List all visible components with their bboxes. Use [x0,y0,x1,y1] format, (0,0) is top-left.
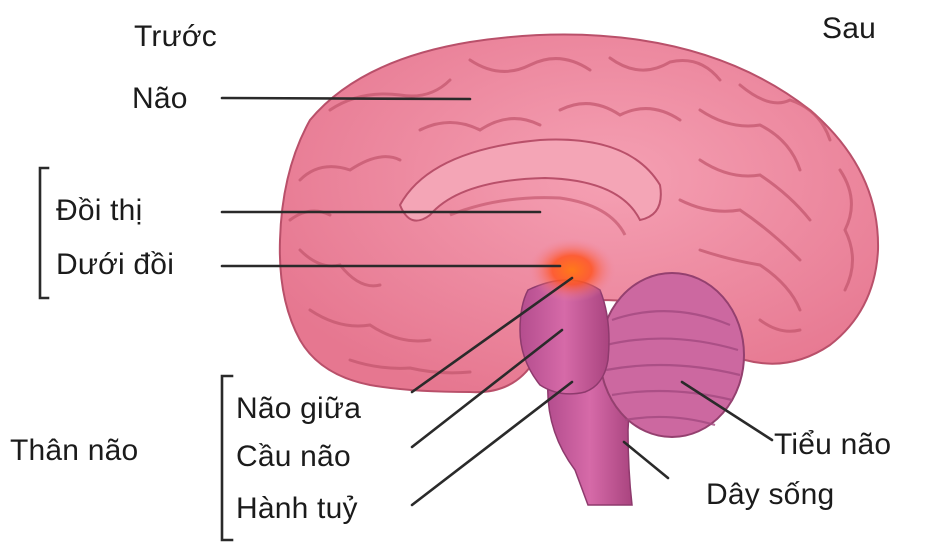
leader-spinal-cord [624,442,668,478]
label-spinal-cord: Dây sống [706,480,834,510]
label-pons: Cầu não [236,442,351,472]
leader-medulla [412,382,572,505]
leader-brain [222,98,470,99]
label-front: Trước [134,22,217,52]
hypothalamus-glow [528,238,616,302]
label-brainstem: Thân não [10,436,138,466]
label-midbrain: Não giữa [236,394,361,424]
cerebellum-shape [600,273,744,437]
bracket-brainstem [222,376,232,540]
label-hypothalamus: Dưới đồi [56,250,174,280]
label-brain: Não [132,84,188,114]
label-medulla: Hành tuỷ [236,494,358,524]
label-back: Sau [822,14,876,44]
label-thalamus: Đồi thị [56,196,142,226]
label-cerebellum: Tiểu não [774,430,891,460]
bracket-diencephalon [40,168,48,298]
